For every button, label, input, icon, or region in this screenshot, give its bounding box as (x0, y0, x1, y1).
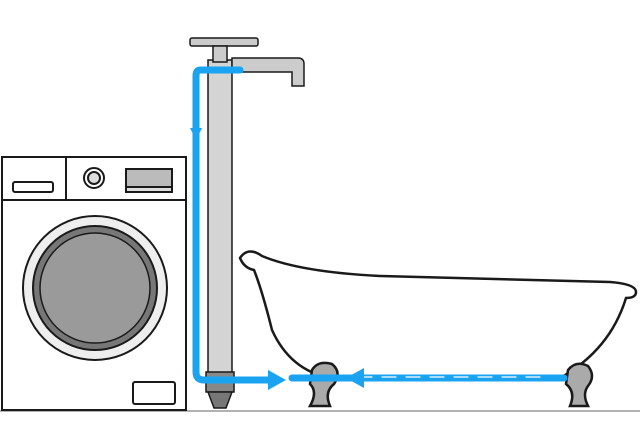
display-panel (125, 168, 173, 188)
water-pipe (205, 59, 235, 409)
flow-arrow-down (190, 128, 202, 140)
faucet (231, 57, 305, 87)
valve-handle (189, 37, 259, 63)
tub-foot-left (307, 361, 339, 408)
filter-hatch (132, 381, 176, 405)
detergent-drawer (12, 181, 54, 193)
drum-glass (39, 232, 151, 344)
flow-arrow-left (346, 368, 364, 388)
water-flow (192, 66, 568, 384)
washing-machine (1, 156, 187, 411)
flow-arrow-right (268, 370, 286, 390)
bathtub (238, 250, 638, 408)
tub-foot-right (564, 362, 594, 408)
